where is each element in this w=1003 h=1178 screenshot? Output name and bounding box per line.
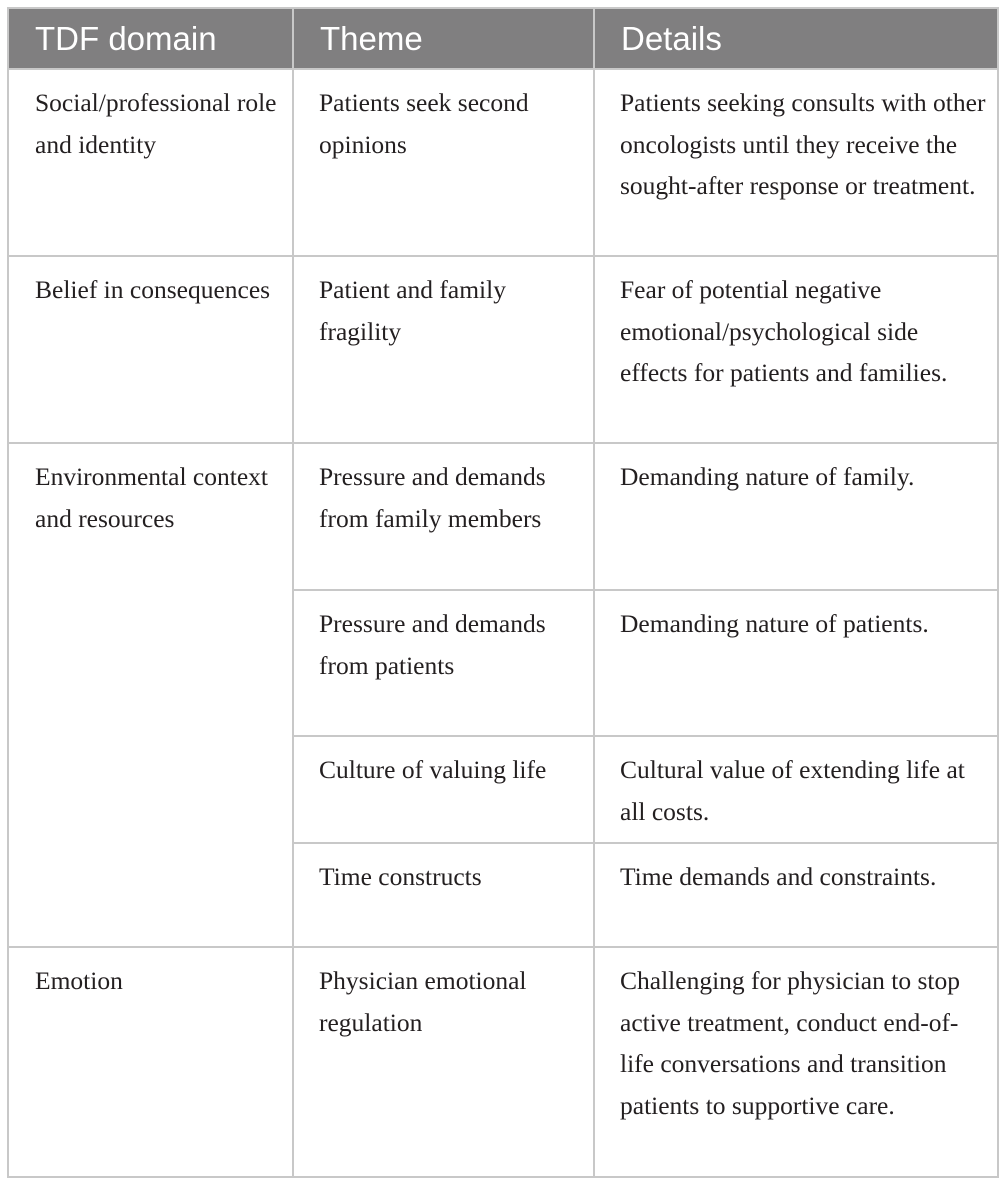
table-row: Emotion Physician emotional regulation C… bbox=[7, 946, 999, 1178]
header-theme: Theme bbox=[292, 7, 595, 70]
details-cell: Time demands and constraints. bbox=[593, 842, 999, 948]
header-details: Details bbox=[593, 7, 999, 70]
theme-cell: Pressure and demands from patients bbox=[292, 589, 595, 737]
table-row: Environmental context and resources Pres… bbox=[7, 442, 999, 948]
theme-cell: Physician emotional regulation bbox=[292, 946, 595, 1178]
table-row: Time constructs Time demands and constra… bbox=[8, 842, 999, 948]
table-header: TDF domain Theme Details bbox=[7, 7, 999, 70]
theme-cell: Culture of valuing life bbox=[292, 735, 595, 844]
domain-cell: Environmental context and resources bbox=[7, 442, 294, 948]
domain-cell: Emotion bbox=[7, 946, 294, 1178]
header-tdf-domain: TDF domain bbox=[7, 7, 294, 70]
table-row: Culture of valuing life Cultural value o… bbox=[8, 735, 999, 844]
domain-cell: Social/professional role and identity bbox=[7, 68, 294, 257]
header-row: TDF domain Theme Details bbox=[7, 7, 999, 70]
details-cell: Fear of potential negative emotional/psy… bbox=[593, 255, 999, 444]
theme-cell: Time constructs bbox=[292, 842, 595, 948]
details-cell: Patients seeking consults with other onc… bbox=[593, 68, 999, 257]
domain-cell: Belief in consequences bbox=[7, 255, 294, 444]
details-cell: Challenging for physician to stop active… bbox=[593, 946, 999, 1178]
theme-cell: Patients seek second opinions bbox=[292, 68, 595, 257]
table-row: Social/professional role and identity Pa… bbox=[7, 68, 999, 257]
table-row: Pressure and demands from patients Deman… bbox=[8, 589, 999, 737]
details-cell: Demanding nature of family. bbox=[593, 442, 999, 591]
theme-cell: Pressure and demands from family members bbox=[292, 442, 595, 591]
tdf-table: TDF domain Theme Details Social/professi… bbox=[7, 7, 999, 1178]
details-cell: Demanding nature of patients. bbox=[593, 589, 999, 737]
table-row: Belief in consequences Patient and famil… bbox=[7, 255, 999, 444]
theme-cell: Patient and family fragility bbox=[292, 255, 595, 444]
details-cell: Cultural value of extending life at all … bbox=[593, 735, 999, 844]
table-body: Social/professional role and identity Pa… bbox=[7, 68, 999, 1178]
